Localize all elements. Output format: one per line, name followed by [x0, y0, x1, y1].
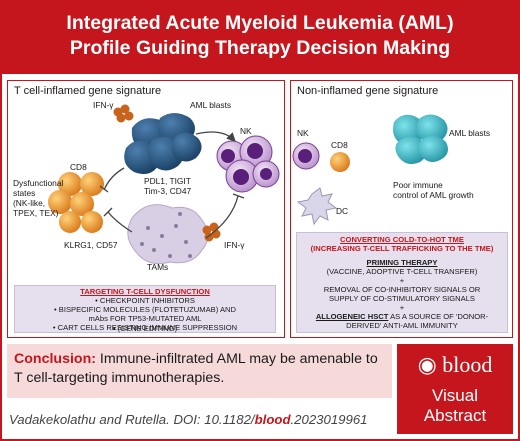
label-checkpoints-1: PDL1, TIGIT — [144, 176, 191, 186]
label-aml-blasts-left: AML blasts — [190, 100, 232, 110]
label-dysfunctional-3: (NK-like, — [13, 198, 46, 208]
right-box-heading-1: CONVERTING COLD-TO-HOT TME — [340, 235, 464, 244]
blood-logo-text: blood — [442, 352, 493, 377]
label-ifn-gamma-bottom: IFN-γ — [224, 240, 245, 250]
right-box-hsct-label: ALLOGENEIC HSCT — [315, 312, 389, 321]
ifn-gamma-molecules-top — [113, 104, 134, 123]
brand-line-1: Visual — [432, 386, 478, 405]
right-panel-title: Non-inflamed gene signature — [297, 85, 439, 97]
label-poor-immune-2: control of AML growth — [393, 190, 474, 200]
cd8-cell-right — [330, 152, 350, 172]
dendritic-cell — [296, 187, 338, 226]
blood-drop-icon: ◉ — [417, 352, 437, 377]
label-dysfunctional-2: states — [13, 188, 36, 198]
aml-blasts-right — [393, 114, 448, 164]
right-therapy-box: CONVERTING COLD-TO-HOT TME (INCREASING T… — [296, 232, 508, 333]
right-box-priming-sub: (VACCINE, ADOPTIVE T-CELL TRANSFER) — [326, 267, 478, 276]
label-poor-immune-1: Poor immune — [393, 180, 443, 190]
blood-logo: ◉ blood — [405, 352, 505, 378]
right-box-hsct-line: ALLOGENEIC HSCT AS A SOURCE OF 'DONOR- — [297, 312, 507, 321]
right-box-hsct-2: DERIVED' ANTI-AML IMMUNITY — [346, 321, 458, 330]
nk-cells-cluster — [216, 135, 280, 193]
cd8-t-cells-cluster — [48, 172, 104, 233]
left-box-item-3: mAbs FOR TP53-MUTATED AML — [88, 314, 202, 323]
label-nk-right: NK — [297, 128, 309, 138]
blood-visual-abstract-badge: ◉ blood Visual Abstract — [397, 344, 513, 434]
label-cd8-left: CD8 — [70, 162, 87, 172]
brand-line-2: Abstract — [423, 406, 487, 425]
nk-cell-right — [292, 142, 320, 170]
conclusion-box: Conclusion: Immune-infiltrated AML may b… — [7, 344, 392, 398]
citation-doi-suffix: .2023019961 — [290, 412, 368, 427]
conclusion-body: Immune-infiltrated AML may be amenable t… — [14, 351, 378, 386]
left-box-heading: TARGETING T-CELL DYSFUNCTION — [80, 287, 210, 296]
label-tams: TAMs — [147, 262, 169, 272]
right-box-plus-2: + — [399, 303, 405, 312]
right-box-heading-2: (INCREASING T-CELL TRAFFICKING TO THE TM… — [310, 244, 494, 253]
left-box-item-2: • BISPECIFIC MOLECULES (FLOTETUZUMAB) AN… — [54, 305, 236, 314]
label-dysfunctional-1: Dysfunctional — [13, 178, 64, 188]
header-banner: Integrated Acute Myeloid Leukemia (AML) … — [2, 2, 518, 74]
label-checkpoints-2: Tim-3, CD47 — [144, 186, 192, 196]
title-line-1: Integrated Acute Myeloid Leukemia (AML) — [66, 12, 454, 34]
citation: Vadakekolathu and Rutella. DOI: 10.1182/… — [9, 412, 368, 427]
left-box-item-1: • CHECKPOINT INHIBITORS — [95, 296, 195, 305]
citation-journal: blood — [254, 412, 291, 427]
label-cd8-right: CD8 — [331, 140, 348, 150]
aml-blasts-cluster — [124, 113, 202, 174]
label-dc: DC — [336, 206, 349, 216]
conclusion-text: Conclusion: Immune-infiltrated AML may b… — [14, 350, 389, 388]
interaction-arrows — [99, 131, 245, 239]
right-box-hsct-rest: AS A SOURCE OF 'DONOR- — [388, 312, 489, 321]
left-box-item-4: • CART CELLS RESISTING IMMUNE SUPPRESSIO… — [52, 323, 238, 332]
label-dysfunctional-4: TPEX, TEX) — [13, 208, 59, 218]
tams-cluster — [127, 204, 209, 265]
label-klrg1-cd57: KLRG1, CD57 — [64, 240, 118, 250]
right-box-removal-1: REMOVAL OF CO-INHIBITORY SIGNALS OR — [323, 285, 481, 294]
label-aml-blasts-right: AML blasts — [449, 128, 491, 138]
right-box-removal-2: SUPPLY OF CO-STIMULATORY SIGNALS — [328, 294, 475, 303]
title-line-2: Profile Guiding Therapy Decision Making — [69, 37, 451, 59]
left-therapy-box: TARGETING T-CELL DYSFUNCTION • CHECKPOIN… — [14, 285, 276, 333]
left-box-item-5: • (GENE EDITING) — [112, 324, 178, 333]
citation-authors: Vadakekolathu and Rutella. DOI: 10.1182/ — [9, 412, 255, 427]
right-box-priming: PRIMING THERAPY — [366, 258, 438, 267]
conclusion-label: Conclusion: — [14, 351, 96, 367]
left-panel-title: T cell-inflamed gene signature — [14, 85, 162, 97]
right-box-plus-1: + — [399, 276, 405, 285]
label-ifn-gamma-top: IFN-γ — [93, 100, 114, 110]
label-nk-left: NK — [240, 126, 252, 136]
